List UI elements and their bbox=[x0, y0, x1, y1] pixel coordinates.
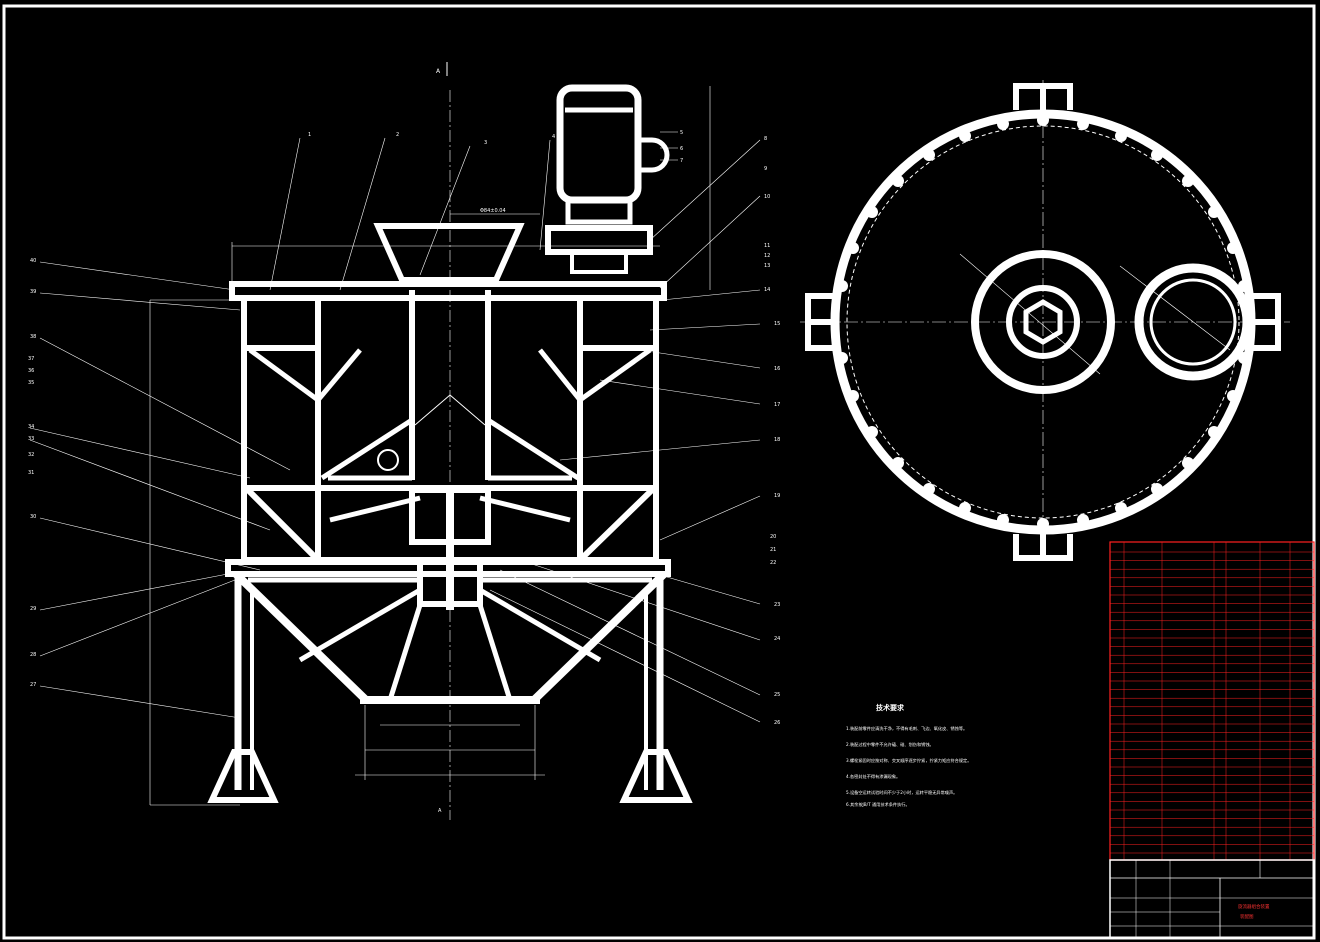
central-hub bbox=[971, 250, 1115, 394]
top-dimension-text: Φ84±0.04 bbox=[480, 208, 506, 214]
notes-line-2: 2.装配过程中零件不允许磕、碰、划伤和锈蚀。 bbox=[846, 741, 934, 748]
part-label-4: 4 bbox=[552, 134, 555, 140]
technical-notes: 技术要求 1.装配前零件应清洗干净，不得有毛刺、飞边、氧化皮、锈蚀等。 2.装配… bbox=[846, 703, 971, 808]
outlet-port bbox=[1134, 263, 1252, 381]
part-label-21: 21 bbox=[770, 547, 776, 553]
motor-body bbox=[556, 84, 642, 204]
notes-line-4: 4.各密封处不得有渗漏现象。 bbox=[846, 773, 900, 780]
part-label-16: 16 bbox=[774, 366, 780, 372]
part-label-33: 33 bbox=[28, 436, 34, 442]
part-label-24: 24 bbox=[774, 636, 780, 642]
part-label-37: 37 bbox=[28, 356, 34, 362]
part-label-34: 34 bbox=[28, 424, 34, 430]
part-label-15: 15 bbox=[774, 321, 780, 327]
part-label-28: 28 bbox=[30, 652, 36, 658]
part-label-6: 6 bbox=[680, 146, 683, 152]
title-block: 旋流器组合装置 装配图 bbox=[1109, 859, 1315, 939]
part-label-36: 36 bbox=[28, 368, 34, 374]
part-label-23: 23 bbox=[774, 602, 780, 608]
part-label-39: 39 bbox=[30, 289, 36, 295]
part-label-38: 38 bbox=[30, 334, 36, 340]
part-label-30: 30 bbox=[30, 514, 36, 520]
part-label-2: 2 bbox=[396, 132, 399, 138]
part-label-1: 1 bbox=[308, 132, 311, 138]
notes-line-1: 1.装配前零件应清洗干净，不得有毛刺、飞边、氧化皮、锈蚀等。 bbox=[846, 725, 967, 732]
part-label-14: 14 bbox=[764, 287, 770, 293]
notes-title: 技术要求 bbox=[876, 703, 905, 712]
part-label-10: 10 bbox=[764, 194, 770, 200]
part-label-32: 32 bbox=[28, 452, 34, 458]
part-label-17: 17 bbox=[774, 402, 780, 408]
part-label-9: 9 bbox=[764, 166, 767, 172]
base-ring bbox=[225, 559, 671, 577]
feed-hopper bbox=[373, 223, 525, 283]
part-label-31: 31 bbox=[28, 470, 34, 476]
notes-line-3: 3.螺栓紧固时应按对称、交叉顺序逐步拧紧，拧紧力矩应符合规定。 bbox=[846, 757, 971, 764]
top-view bbox=[800, 80, 1290, 561]
section-label: A bbox=[438, 808, 442, 814]
part-label-8: 8 bbox=[764, 136, 767, 142]
part-label-40: 40 bbox=[30, 258, 36, 264]
part-label-27: 27 bbox=[30, 682, 36, 688]
sheet-border bbox=[2, 4, 1316, 940]
part-label-11: 11 bbox=[764, 243, 770, 249]
part-label-22: 22 bbox=[770, 560, 776, 566]
drawing-title: 旋流器组合装置 bbox=[1238, 903, 1270, 910]
part-label-26: 26 bbox=[774, 720, 780, 726]
part-label-25: 25 bbox=[774, 692, 780, 698]
part-label-7: 7 bbox=[680, 158, 683, 164]
bolt-holes bbox=[836, 114, 1250, 530]
front-elevation-view: A Φ84±0.04 bbox=[28, 62, 780, 820]
view-label: A bbox=[436, 68, 441, 75]
part-label-18: 18 bbox=[774, 437, 780, 443]
part-label-12: 12 bbox=[764, 253, 770, 259]
part-label-13: 13 bbox=[764, 263, 770, 269]
part-label-19: 19 bbox=[774, 493, 780, 499]
part-label-20: 20 bbox=[770, 534, 776, 540]
drawing-subtitle: 装配图 bbox=[1240, 913, 1254, 920]
part-label-35: 35 bbox=[28, 380, 34, 386]
notes-line-6: 6.其余按JB/T 通用技术条件执行。 bbox=[846, 801, 910, 808]
notes-line-5: 5.设备空运转试验时间不少于2小时，运转平稳无异常噪声。 bbox=[846, 789, 957, 796]
parts-list-table bbox=[1109, 541, 1315, 861]
part-label-3: 3 bbox=[484, 140, 487, 146]
part-label-29: 29 bbox=[30, 606, 36, 612]
part-label-5: 5 bbox=[680, 130, 683, 136]
